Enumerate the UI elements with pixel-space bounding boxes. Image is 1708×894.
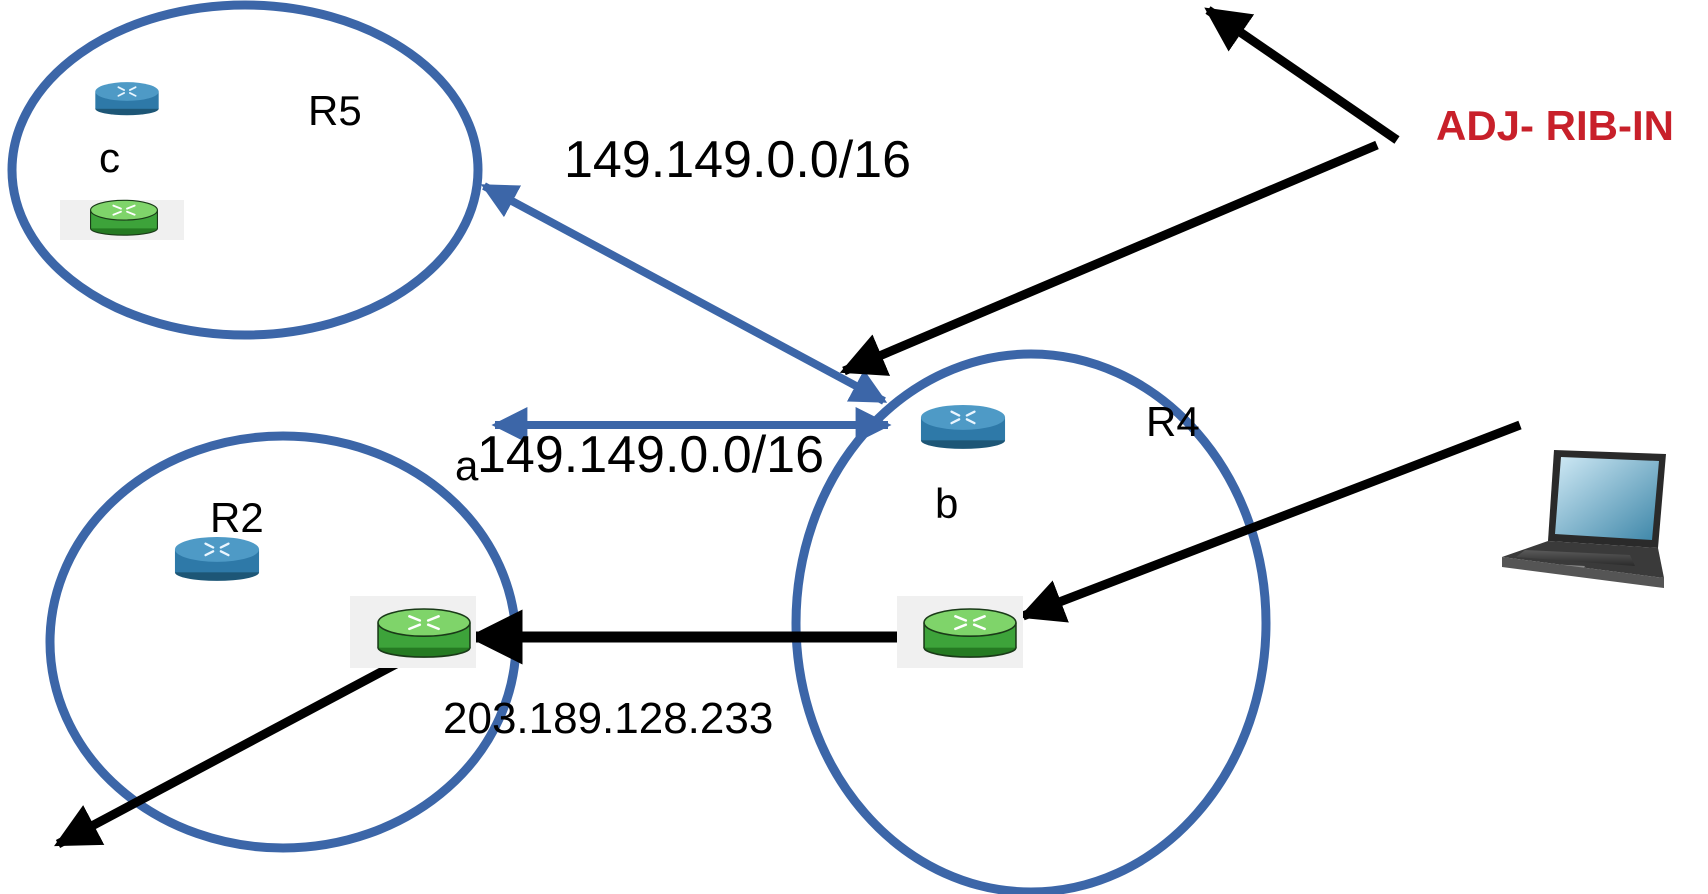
router-icon xyxy=(377,607,471,659)
as-r4-ring xyxy=(791,349,1271,894)
next-hop-label: 203.189.128.233 xyxy=(443,694,773,743)
laptop-icon xyxy=(1502,450,1666,588)
as-r2-label: R2 xyxy=(210,494,264,541)
prefix-label-top: 149.149.0.0/16 xyxy=(564,131,911,189)
announce-arrow-r4-r5 xyxy=(480,182,888,405)
as-r4-label: R4 xyxy=(1146,398,1200,445)
router-a-label: a xyxy=(455,442,479,489)
router-icon xyxy=(174,535,260,583)
host-traffic-arrow xyxy=(1018,420,1522,623)
as-r5-ring xyxy=(7,0,483,340)
as-r5-label: R5 xyxy=(308,87,362,134)
adj-rib-in-arrow xyxy=(839,140,1379,376)
router-b-label: b xyxy=(935,480,958,527)
adj-rib-in-label: ADJ- RIB-IN xyxy=(1436,102,1674,149)
prefix-label-middle: 149.149.0.0/16 xyxy=(477,426,824,484)
router-c-label: c xyxy=(99,134,120,181)
adj-rib-in-pointer-arrow xyxy=(1204,6,1400,144)
router-icon xyxy=(94,81,160,116)
egress-arrow xyxy=(54,659,401,848)
router-icon xyxy=(89,198,159,236)
router-icon xyxy=(923,607,1017,659)
router-icon xyxy=(920,403,1006,451)
